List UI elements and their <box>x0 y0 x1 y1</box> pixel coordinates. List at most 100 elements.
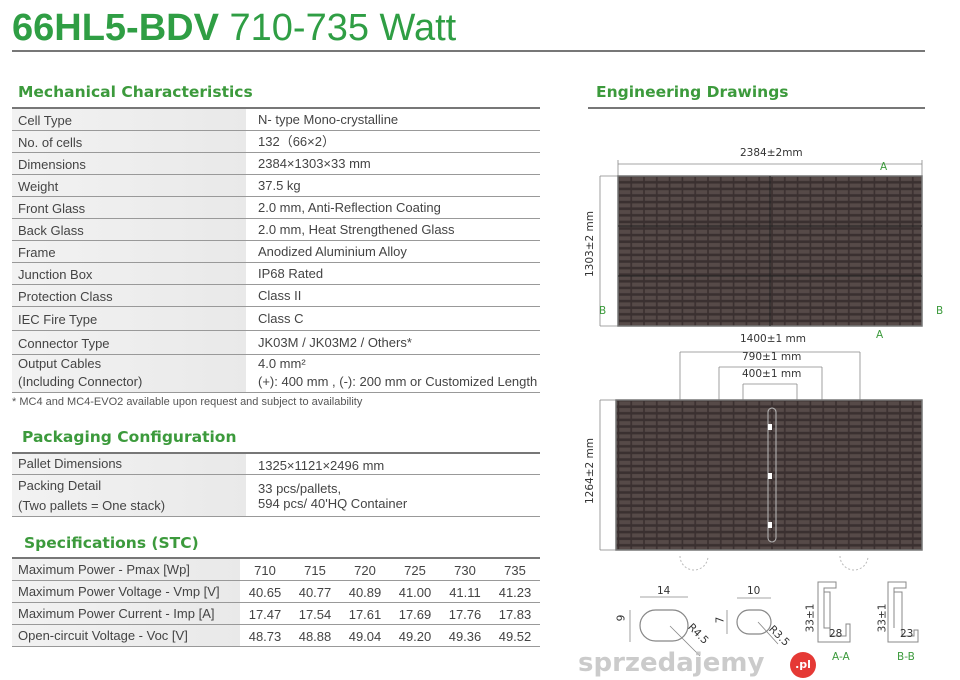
frame-aa-label: A-A <box>832 651 850 663</box>
row-value: 2.0 mm, Heat Strengthened Glass <box>246 218 540 241</box>
row-value: 730 <box>440 557 490 581</box>
frame-aa-width: 28 <box>829 628 843 640</box>
row-value: 1325×1121×2496 mm <box>246 451 540 475</box>
row-value: 17.83 <box>490 602 540 625</box>
row-value: 132（66×2） <box>246 130 540 153</box>
row-label: Maximum Power Current - Imp [A] <box>12 602 240 625</box>
row-value: 37.5 kg <box>246 174 540 197</box>
row-value: 17.47 <box>240 602 290 625</box>
row-label: IEC Fire Type <box>12 306 246 331</box>
drawings-heading: Engineering Drawings <box>596 83 789 101</box>
row-label: Protection Class <box>12 284 246 307</box>
row-value: 715 <box>290 557 340 581</box>
row-value: 720 <box>340 557 390 581</box>
table-row: Packing Detail(Two pallets = One stack) … <box>12 474 540 517</box>
row-value: 41.23 <box>490 580 540 603</box>
table-row: Pallet Dimensions 1325×1121×2496 mm <box>12 451 540 475</box>
row-value: 4.0 mm²(+): 400 mm , (-): 200 mm or Cust… <box>246 354 540 393</box>
hole2-width: 10 <box>747 585 761 597</box>
row-value: 33 pcs/pallets,594 pcs/ 40'HQ Container <box>246 474 540 517</box>
front-height-label: 1303±2 mm <box>584 211 596 277</box>
row-value: IP68 Rated <box>246 262 540 285</box>
row-value: 2.0 mm, Anti-Reflection Coating <box>246 196 540 219</box>
row-value: 49.36 <box>440 624 490 647</box>
row-value: 17.61 <box>340 602 390 625</box>
row-value: 48.88 <box>290 624 340 647</box>
row-value: 49.04 <box>340 624 390 647</box>
row-label: Open-circuit Voltage - Voc [V] <box>12 624 240 647</box>
stc-heading: Specifications (STC) <box>24 534 199 552</box>
hole2-height: 7 <box>714 616 727 624</box>
frame-bb-height: 33±1 <box>876 603 889 633</box>
frame-bb-width: 23 <box>900 628 914 640</box>
mount-mid-label: 790±1 mm <box>742 351 802 363</box>
section-a-top: A <box>880 161 888 173</box>
row-value: N- type Mono-crystalline <box>246 107 540 131</box>
row-label: Packing Detail(Two pallets = One stack) <box>12 474 246 517</box>
row-value: 48.73 <box>240 624 290 647</box>
row-value: 40.89 <box>340 580 390 603</box>
row-value: 49.20 <box>390 624 440 647</box>
row-value: JK03M / JK03M2 / Others* <box>246 330 540 355</box>
footnote: * MC4 and MC4-EVO2 available upon reques… <box>12 395 363 408</box>
table-row: Output Cables(Including Connector)4.0 mm… <box>12 354 540 393</box>
row-label: Weight <box>12 174 246 197</box>
watermark: sprzedajemy <box>578 648 765 678</box>
row-label: Pallet Dimensions <box>12 451 246 475</box>
row-label: Maximum Power - Pmax [Wp] <box>12 557 240 581</box>
row-value: Class C <box>246 306 540 331</box>
row-value: 17.76 <box>440 602 490 625</box>
watermark-badge: .pl <box>790 652 816 678</box>
row-value: Class II <box>246 284 540 307</box>
mount-outer-label: 1400±1 mm <box>740 333 806 345</box>
row-label: Maximum Power Voltage - Vmp [V] <box>12 580 240 603</box>
frame-profile-aa <box>817 581 851 643</box>
row-value: 725 <box>390 557 440 581</box>
row-value: 40.65 <box>240 580 290 603</box>
back-height-label: 1264±2 mm <box>584 438 596 504</box>
mechanical-heading: Mechanical Characteristics <box>18 83 253 101</box>
row-label: Connector Type <box>12 330 246 355</box>
hole1-width: 14 <box>657 585 671 597</box>
row-label: Junction Box <box>12 262 246 285</box>
frame-bb-label: B-B <box>897 651 915 663</box>
row-label: Back Glass <box>12 218 246 241</box>
section-a-bottom: A <box>876 329 884 341</box>
row-label: Front Glass <box>12 196 246 219</box>
front-width-label: 2384±2mm <box>740 147 803 159</box>
row-value: 49.52 <box>490 624 540 647</box>
row-value: 710 <box>240 557 290 581</box>
row-label: Dimensions <box>12 152 246 175</box>
row-value: 2384×1303×33 mm <box>246 152 540 175</box>
mount-inner-label: 400±1 mm <box>742 368 802 380</box>
back-panel-drawing <box>599 351 923 571</box>
drawings-divider <box>588 107 925 109</box>
frame-profile-bb <box>887 581 919 643</box>
packaging-table: Pallet Dimensions 1325×1121×2496 mm Pack… <box>12 451 540 517</box>
row-label: Output Cables(Including Connector) <box>12 354 246 393</box>
frame-aa-height: 33±1 <box>804 603 817 633</box>
row-value: 735 <box>490 557 540 581</box>
hole1-height: 9 <box>615 614 628 622</box>
row-value: 17.69 <box>390 602 440 625</box>
engineering-drawing <box>599 160 923 657</box>
row-value: 40.77 <box>290 580 340 603</box>
title-divider <box>12 50 925 52</box>
front-panel-drawing <box>599 160 923 327</box>
